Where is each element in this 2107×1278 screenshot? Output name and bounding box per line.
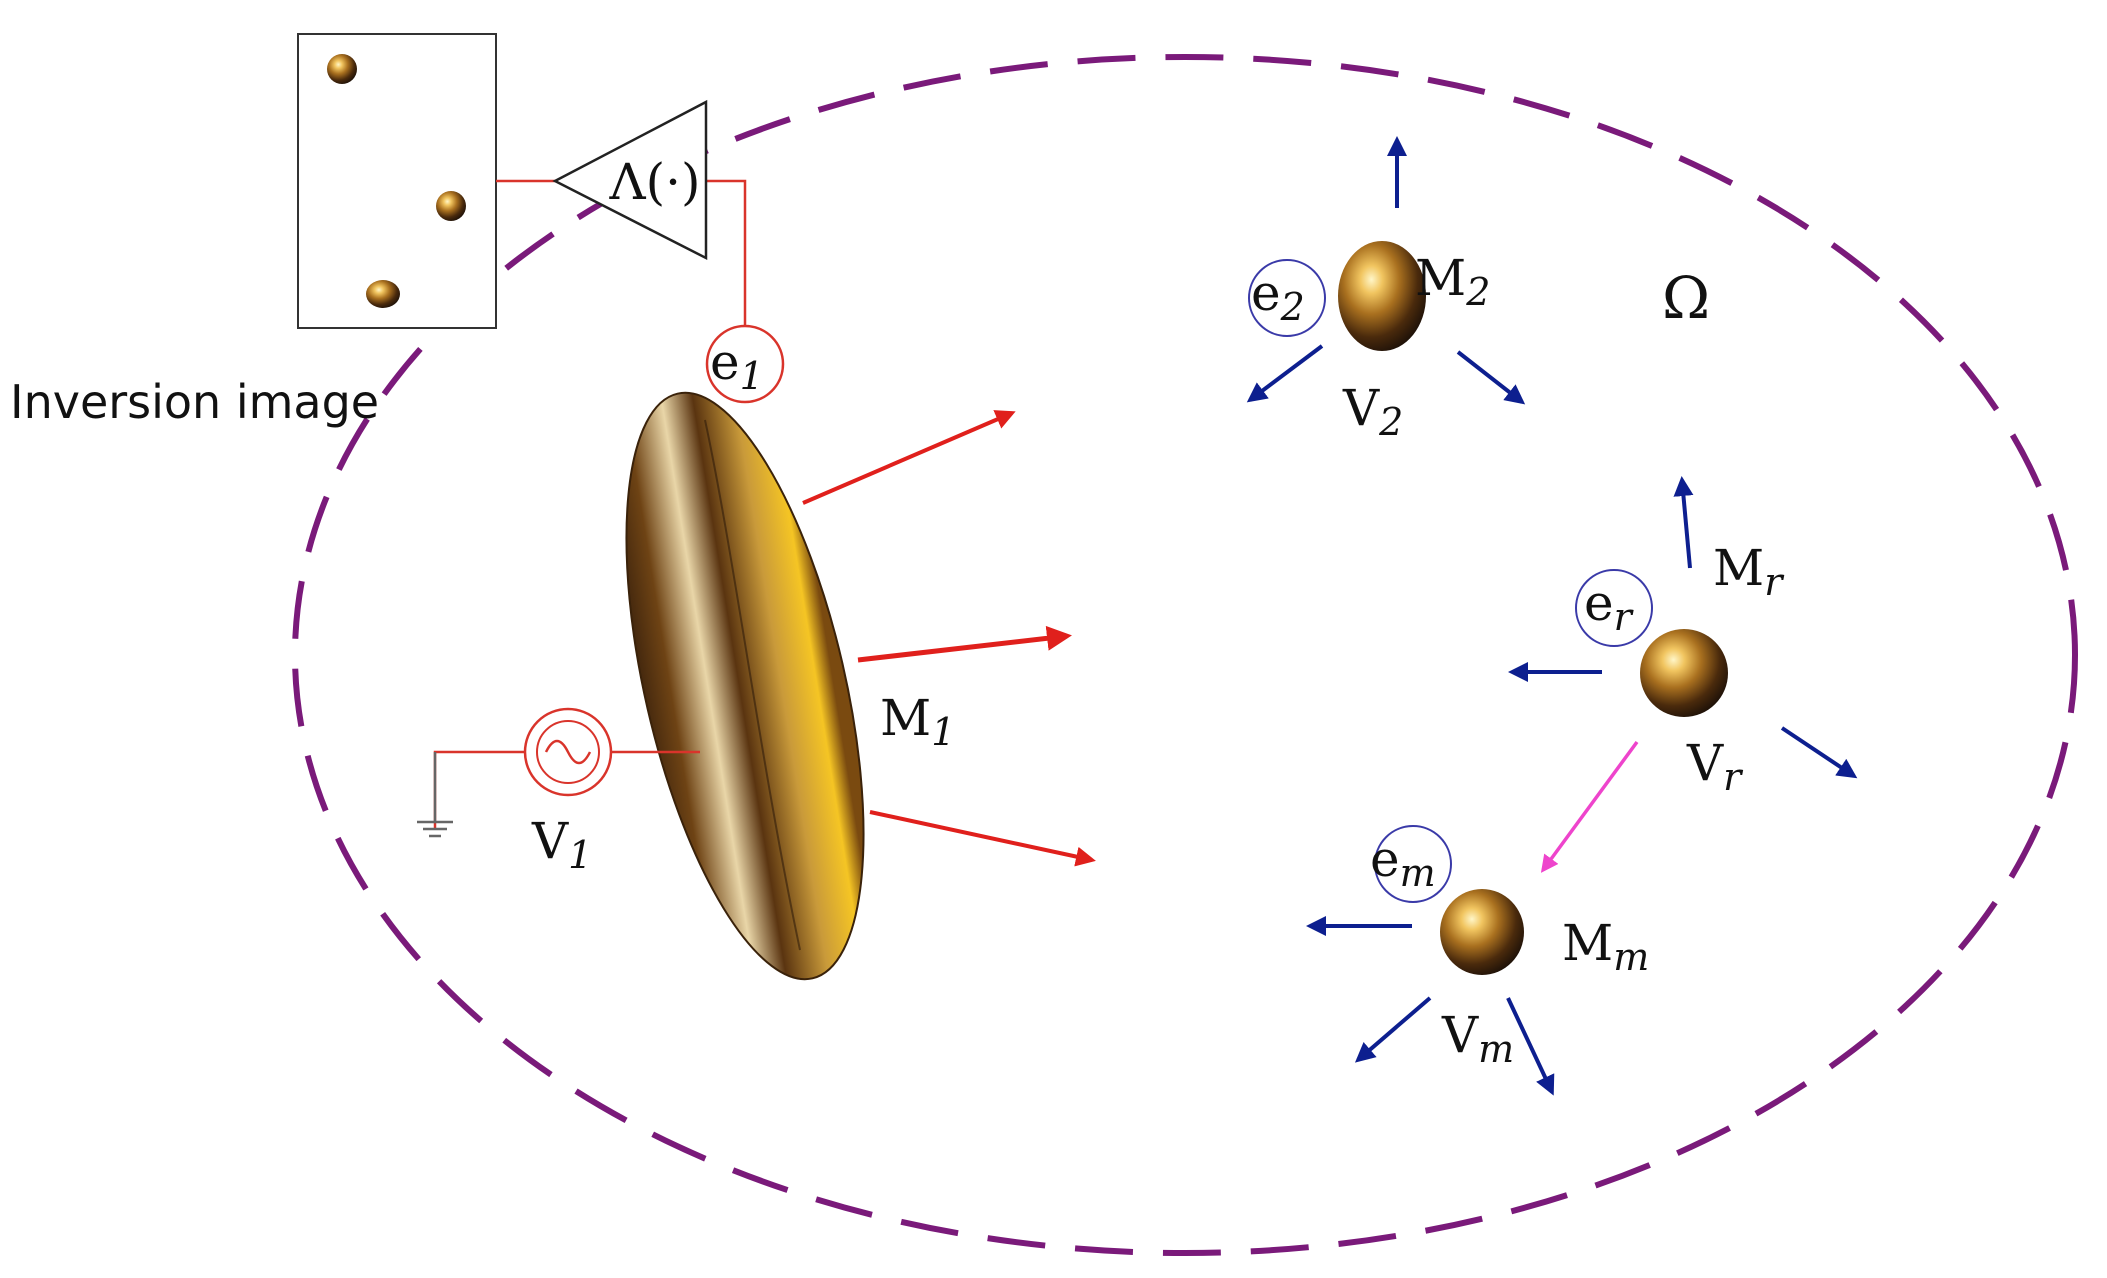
electrode-er xyxy=(1575,569,1653,647)
velocity-vr-label: Vr xyxy=(1686,734,1744,799)
velocity-v1-label: V1 xyxy=(531,812,592,877)
arrow-m1-1 xyxy=(802,410,1016,505)
arrow-m2-left xyxy=(1246,344,1324,403)
mass-m1-label: M1 xyxy=(880,689,955,754)
ground-icon xyxy=(417,752,453,838)
sphere-mm xyxy=(1440,889,1524,975)
arrow-mm-down-left xyxy=(1354,996,1432,1063)
sphere-m2 xyxy=(1338,241,1426,351)
arrow-mr-up xyxy=(1673,476,1694,569)
arrow-mr-to-mm xyxy=(1540,740,1639,873)
ac-wave-icon xyxy=(544,739,592,765)
inversion-blob-3 xyxy=(366,280,400,308)
ellipsoid-m1 xyxy=(625,391,865,981)
arrow-m1-2 xyxy=(857,625,1072,663)
wire-ground-to-source xyxy=(433,750,525,830)
arrow-m2-right xyxy=(1456,350,1526,405)
mass-m2-label: M2 xyxy=(1415,249,1490,314)
sphere-mr xyxy=(1640,629,1728,717)
ac-source-inner xyxy=(536,720,600,784)
domain-boundary xyxy=(292,54,2078,1256)
electrode-e1 xyxy=(705,324,785,404)
arrow-mr-right xyxy=(1780,726,1858,779)
mass-mr-label: Mr xyxy=(1713,539,1785,604)
electrode-em-label: em xyxy=(1370,830,1436,895)
operator-label: Λ(·) xyxy=(608,153,700,211)
mass-mm-label: Mm xyxy=(1562,914,1649,979)
inversion-blob-1 xyxy=(327,54,357,84)
electrode-e2 xyxy=(1248,259,1326,337)
wire-operator-to-e1 xyxy=(706,179,747,325)
operator-triangle xyxy=(552,99,708,261)
ellipsoid-m1-seam xyxy=(704,419,801,951)
inversion-image-caption: Inversion image xyxy=(10,375,379,429)
electrode-e1-label: e1 xyxy=(710,333,764,398)
electrode-er-label: er xyxy=(1584,574,1635,639)
inversion-image-box xyxy=(297,33,497,329)
arrow-m1-3 xyxy=(869,810,1096,867)
inversion-blob-2 xyxy=(436,191,466,221)
velocity-v2-label: V2 xyxy=(1342,379,1403,444)
velocity-vm-label: Vm xyxy=(1441,1006,1514,1071)
electrode-em xyxy=(1374,825,1452,903)
domain-omega-label: Ω xyxy=(1662,264,1710,332)
electrode-e2-label: e2 xyxy=(1251,264,1305,329)
arrow-mm-down-right xyxy=(1506,997,1555,1096)
